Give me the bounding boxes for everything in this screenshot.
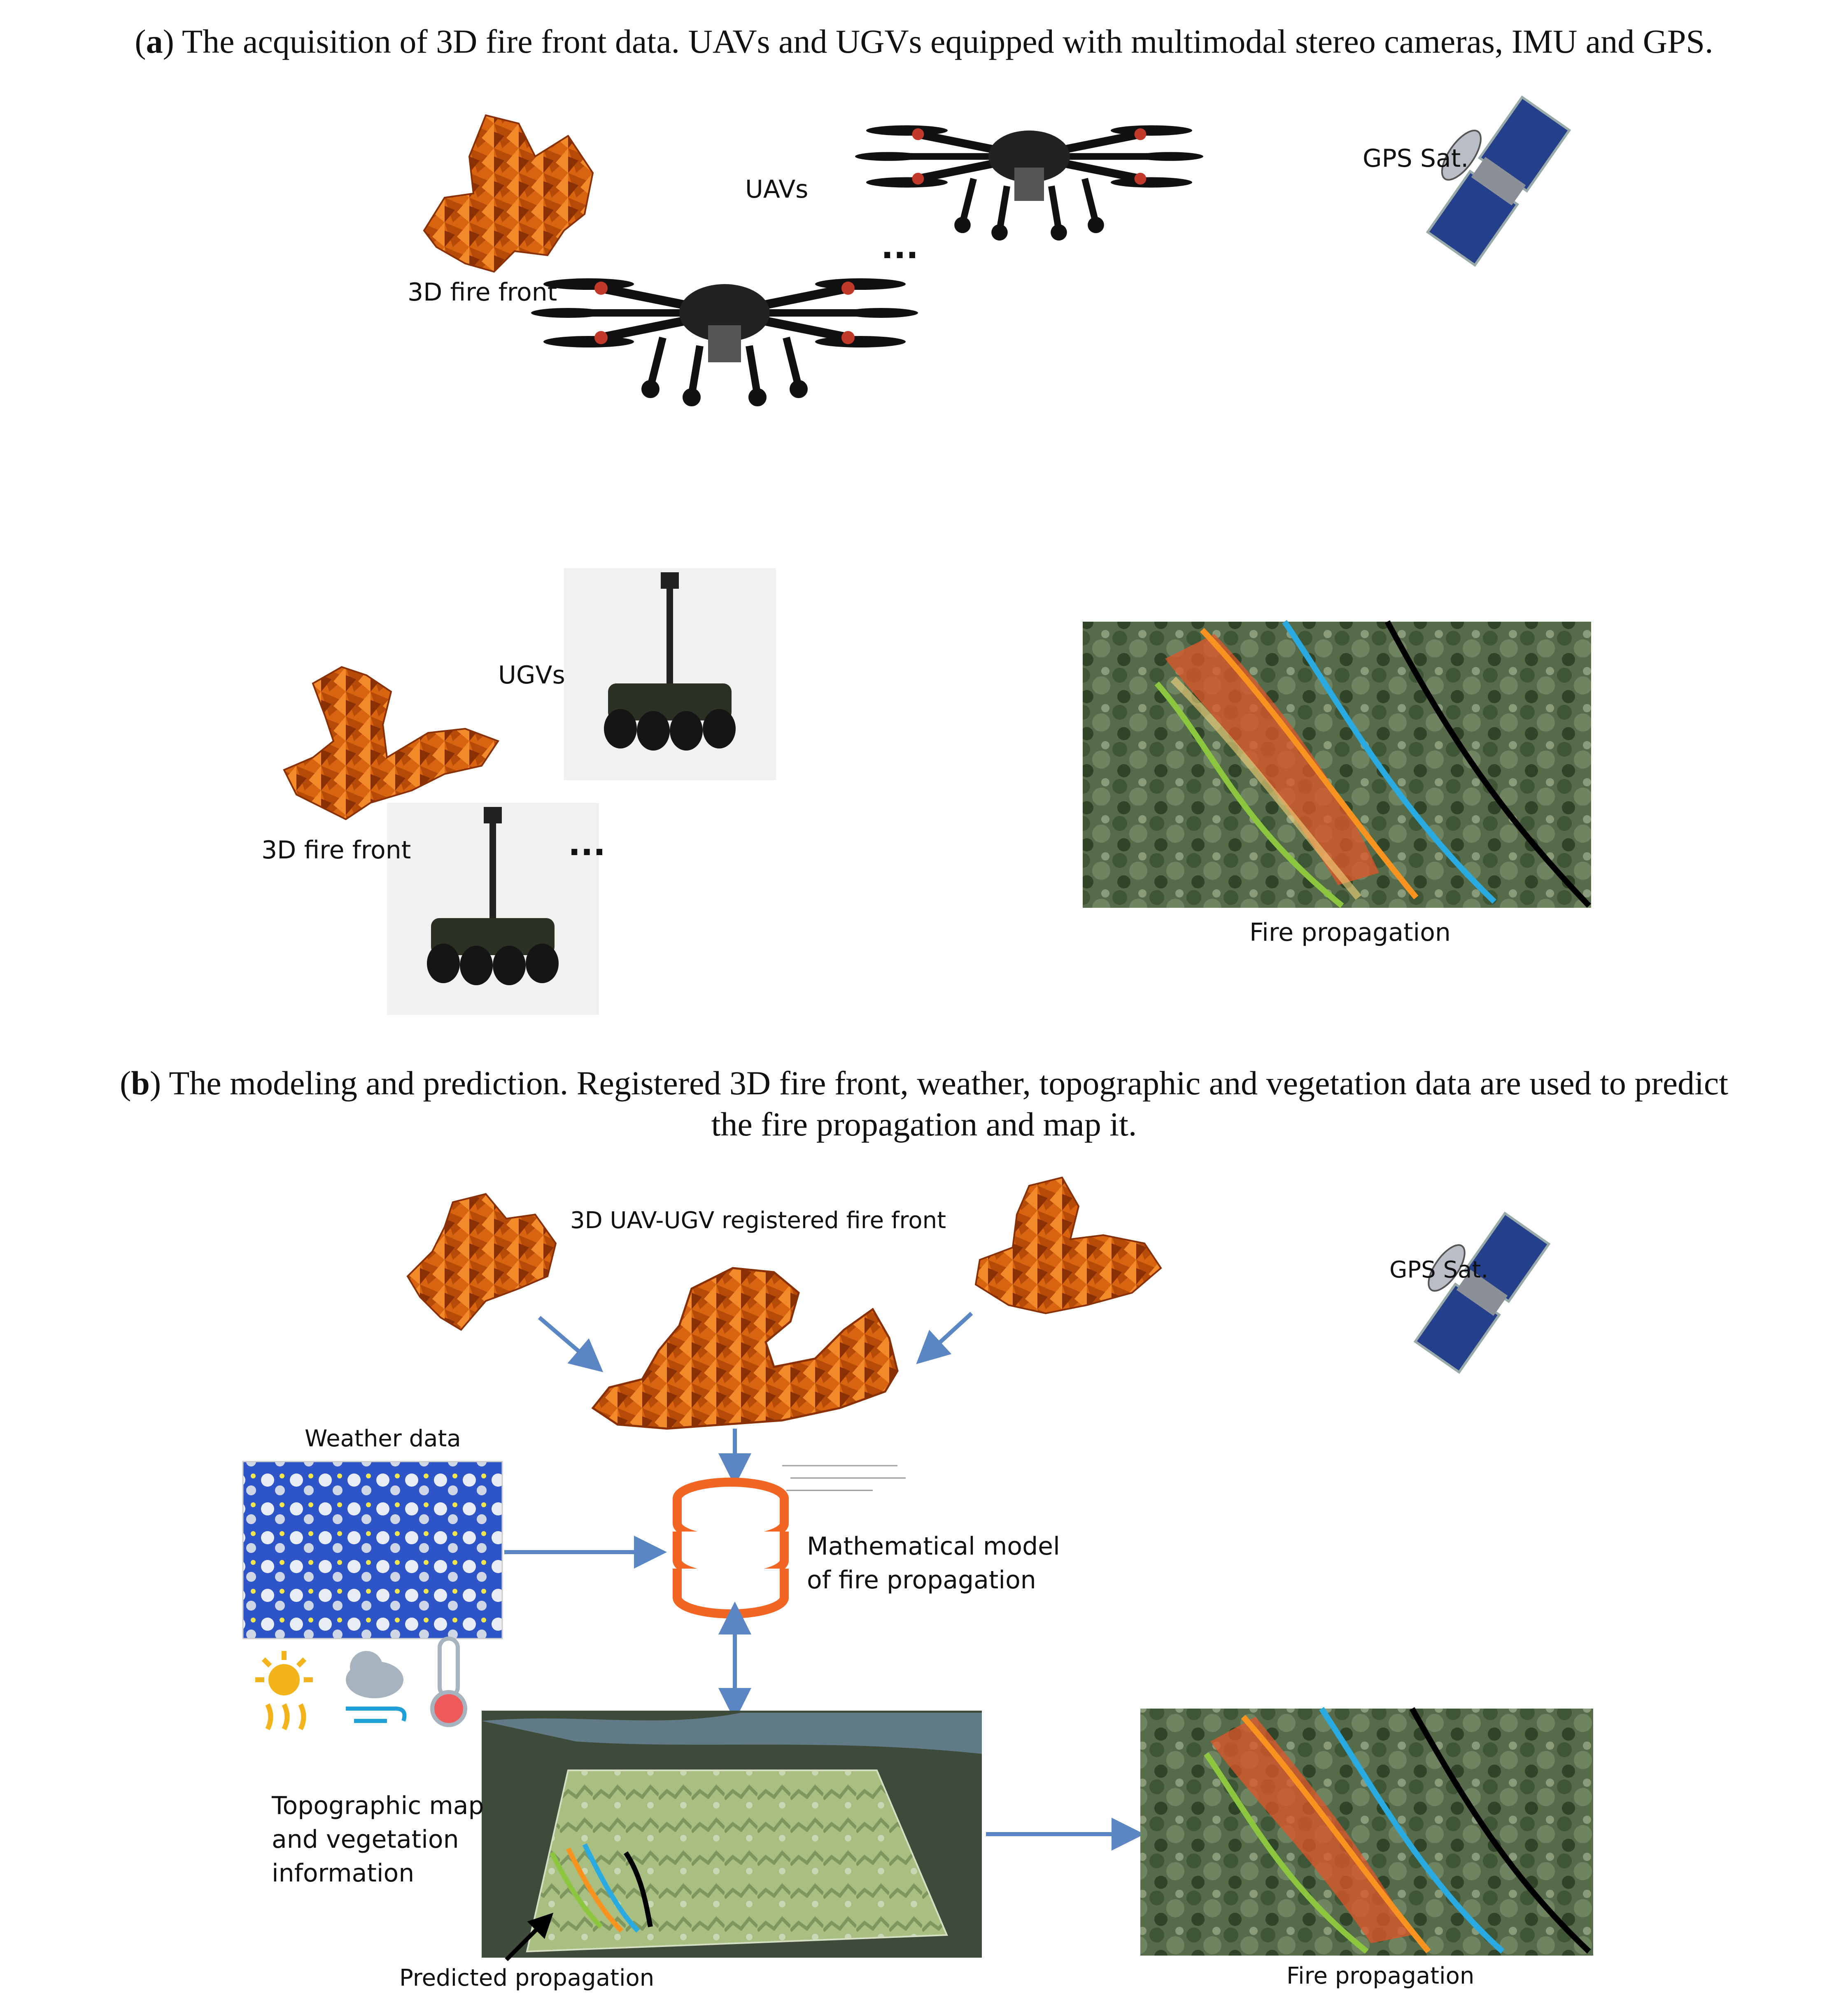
- label-fire-propagation-a: Fire propagation: [1249, 918, 1451, 947]
- fire-front-mesh-registered: [591, 1267, 899, 1430]
- label-math-model-line1: Mathematical model: [807, 1532, 1060, 1561]
- label-fire-front-a1: 3D fire front: [408, 278, 557, 307]
- caption-b-text: The modeling and prediction. Registered …: [161, 1064, 1729, 1102]
- label-topographic-line3: information: [272, 1859, 415, 1888]
- arrow-front1-to-registered: [538, 1316, 604, 1373]
- gps-satellite-b: [1413, 1211, 1551, 1374]
- ugv-ellipsis: ...: [568, 825, 606, 863]
- label-gps-sat-a: GPS Sat.: [1363, 144, 1469, 173]
- fire-front-mesh-b1: [406, 1193, 557, 1331]
- equation-scribble: [782, 1465, 906, 1491]
- caption-a-letter: a: [146, 23, 163, 60]
- thermometer-icon: [430, 1637, 467, 1727]
- label-gps-sat-b: GPS Sat.: [1389, 1257, 1489, 1283]
- label-ugvs: UGVs: [498, 661, 565, 690]
- ugv-robot-2: [427, 807, 559, 985]
- label-fire-propagation-b: Fire propagation: [1286, 1963, 1475, 1989]
- uav-ellipsis: ...: [881, 228, 919, 266]
- fire-front-mesh-b3: [974, 1176, 1162, 1315]
- label-math-model: Mathematical model of fire propagation: [807, 1529, 1060, 1597]
- fire-propagation-photo-b: [1140, 1707, 1593, 1956]
- label-topographic-line2: and vegetation: [272, 1825, 459, 1854]
- database-icon: [673, 1478, 789, 1618]
- label-predicted-propagation: Predicted propagation: [399, 1965, 655, 1991]
- cloud-wind-icon: [346, 1651, 407, 1723]
- arrow-predicted-pointer: [505, 1912, 554, 1961]
- caption-b-line1: (b) The modeling and prediction. Registe…: [119, 1064, 1729, 1102]
- uav-drone-1: [531, 278, 918, 406]
- fire-front-mesh-a2: [283, 666, 500, 821]
- gps-satellite-a: [1426, 95, 1571, 267]
- fire-propagation-photo-a: [1083, 620, 1592, 908]
- label-topographic-line1: Topographic map: [272, 1791, 484, 1820]
- label-weather-data: Weather data: [305, 1425, 461, 1452]
- sun-heat-icon: [255, 1651, 313, 1730]
- label-uavs: UAVs: [745, 175, 809, 204]
- caption-b-line2: the fire propagation and map it.: [711, 1105, 1137, 1143]
- caption-b-letter: b: [131, 1064, 150, 1102]
- fire-front-mesh-a1: [423, 114, 594, 273]
- label-registered-fire-front: 3D UAV-UGV registered fire front: [570, 1207, 946, 1234]
- caption-a-text: The acquisition of 3D fire front data. U…: [174, 23, 1713, 60]
- caption-a: (a) The acquisition of 3D fire front dat…: [135, 23, 1713, 60]
- topographic-map: [482, 1711, 982, 1958]
- arrow-front3-to-registered: [916, 1312, 973, 1364]
- label-topographic: Topographic map and vegetation informati…: [272, 1789, 484, 1890]
- ugv-robot-1: [604, 572, 736, 751]
- uav-drone-2: [855, 125, 1203, 241]
- label-fire-front-a2: 3D fire front: [261, 836, 411, 865]
- weather-map: [242, 1461, 503, 1639]
- label-math-model-line2: of fire propagation: [807, 1566, 1036, 1595]
